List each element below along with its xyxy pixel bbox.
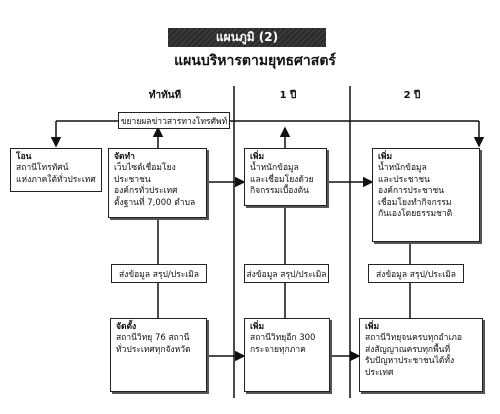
- row3-col3-body: สถานีวิทยุจนครบทุกอำเภอ ส่งสัญญาณครบทุกพ…: [365, 333, 462, 378]
- row3-col1-box: จัดตั้ง สถานีวิทยุ 76 สถานี ทั่วประเทศทุ…: [110, 318, 207, 392]
- row3-col2-box: เพิ่ม สถานีวิทยุอีก 300 กระจายทุกภาค: [244, 318, 330, 392]
- row1-col1-head: จัดทำ: [114, 152, 135, 162]
- left-box: โอน สถานีโทรทัศน์ แห่งภาคใต้ทั่วประเทศ: [10, 148, 102, 192]
- row1-col3-head: เพิ่ม: [378, 152, 393, 162]
- row3-col3-head: เพิ่ม: [365, 322, 380, 332]
- column-header-now: ทำทันที: [148, 90, 182, 101]
- row1-col2-box: เพิ่ม น้ำหนักข้อมูล และเชื่อมโยงด้วย กิจ…: [244, 148, 327, 206]
- row3-col1-body: สถานีวิทยุ 76 สถานี ทั่วประเทศทุกจังหวัด: [116, 333, 191, 355]
- row3-col2-head: เพิ่ม: [250, 322, 265, 332]
- column-header-2-years: 2 ปี: [403, 90, 421, 101]
- row1-col1-box: จัดทำ เว็บไซต์เชื่อมโยงประชาชน องค์กรทั่…: [108, 148, 207, 218]
- column-header-1-year: 1 ปี: [279, 90, 297, 101]
- chart-band-label: แผนภูมิ (2): [168, 28, 326, 47]
- row1-col2-body: น้ำหนักข้อมูล และเชื่อมโยงด้วย กิจกรรมเบ…: [250, 163, 314, 197]
- page-title: แผนบริหารตามยุทธศาสตร์: [174, 53, 336, 69]
- row1-col2-head: เพิ่ม: [250, 152, 265, 162]
- row1-col3-box: เพิ่ม น้ำหนักข้อมูล และประชาชน องค์การปร…: [372, 148, 480, 242]
- row2-col3-strip: ส่งข้อมูล สรุป/ประเมิล: [368, 264, 464, 283]
- top-strip-box: ขยายผลข่าวสารทางโทรศัพท์: [118, 112, 230, 129]
- left-box-body: สถานีโทรทัศน์ แห่งภาคใต้ทั่วประเทศ: [16, 163, 96, 185]
- row3-col2-body: สถานีวิทยุอีก 300 กระจายทุกภาค: [250, 333, 316, 355]
- row3-col1-head: จัดตั้ง: [116, 322, 137, 332]
- row1-col1-body: เว็บไซต์เชื่อมโยงประชาชน องค์กรทั่วประเท…: [114, 163, 196, 208]
- row3-col3-box: เพิ่ม สถานีวิทยุจนครบทุกอำเภอ ส่งสัญญาณค…: [359, 318, 483, 392]
- row2-col2-strip: ส่งข้อมูล สรุป/ประเมิล: [244, 264, 329, 283]
- row2-col1-strip: ส่งข้อมูล สรุป/ประเมิล: [111, 264, 207, 283]
- left-box-head: โอน: [16, 152, 32, 162]
- row1-col3-body: น้ำหนักข้อมูล และประชาชน องค์การประชาชน …: [378, 163, 453, 220]
